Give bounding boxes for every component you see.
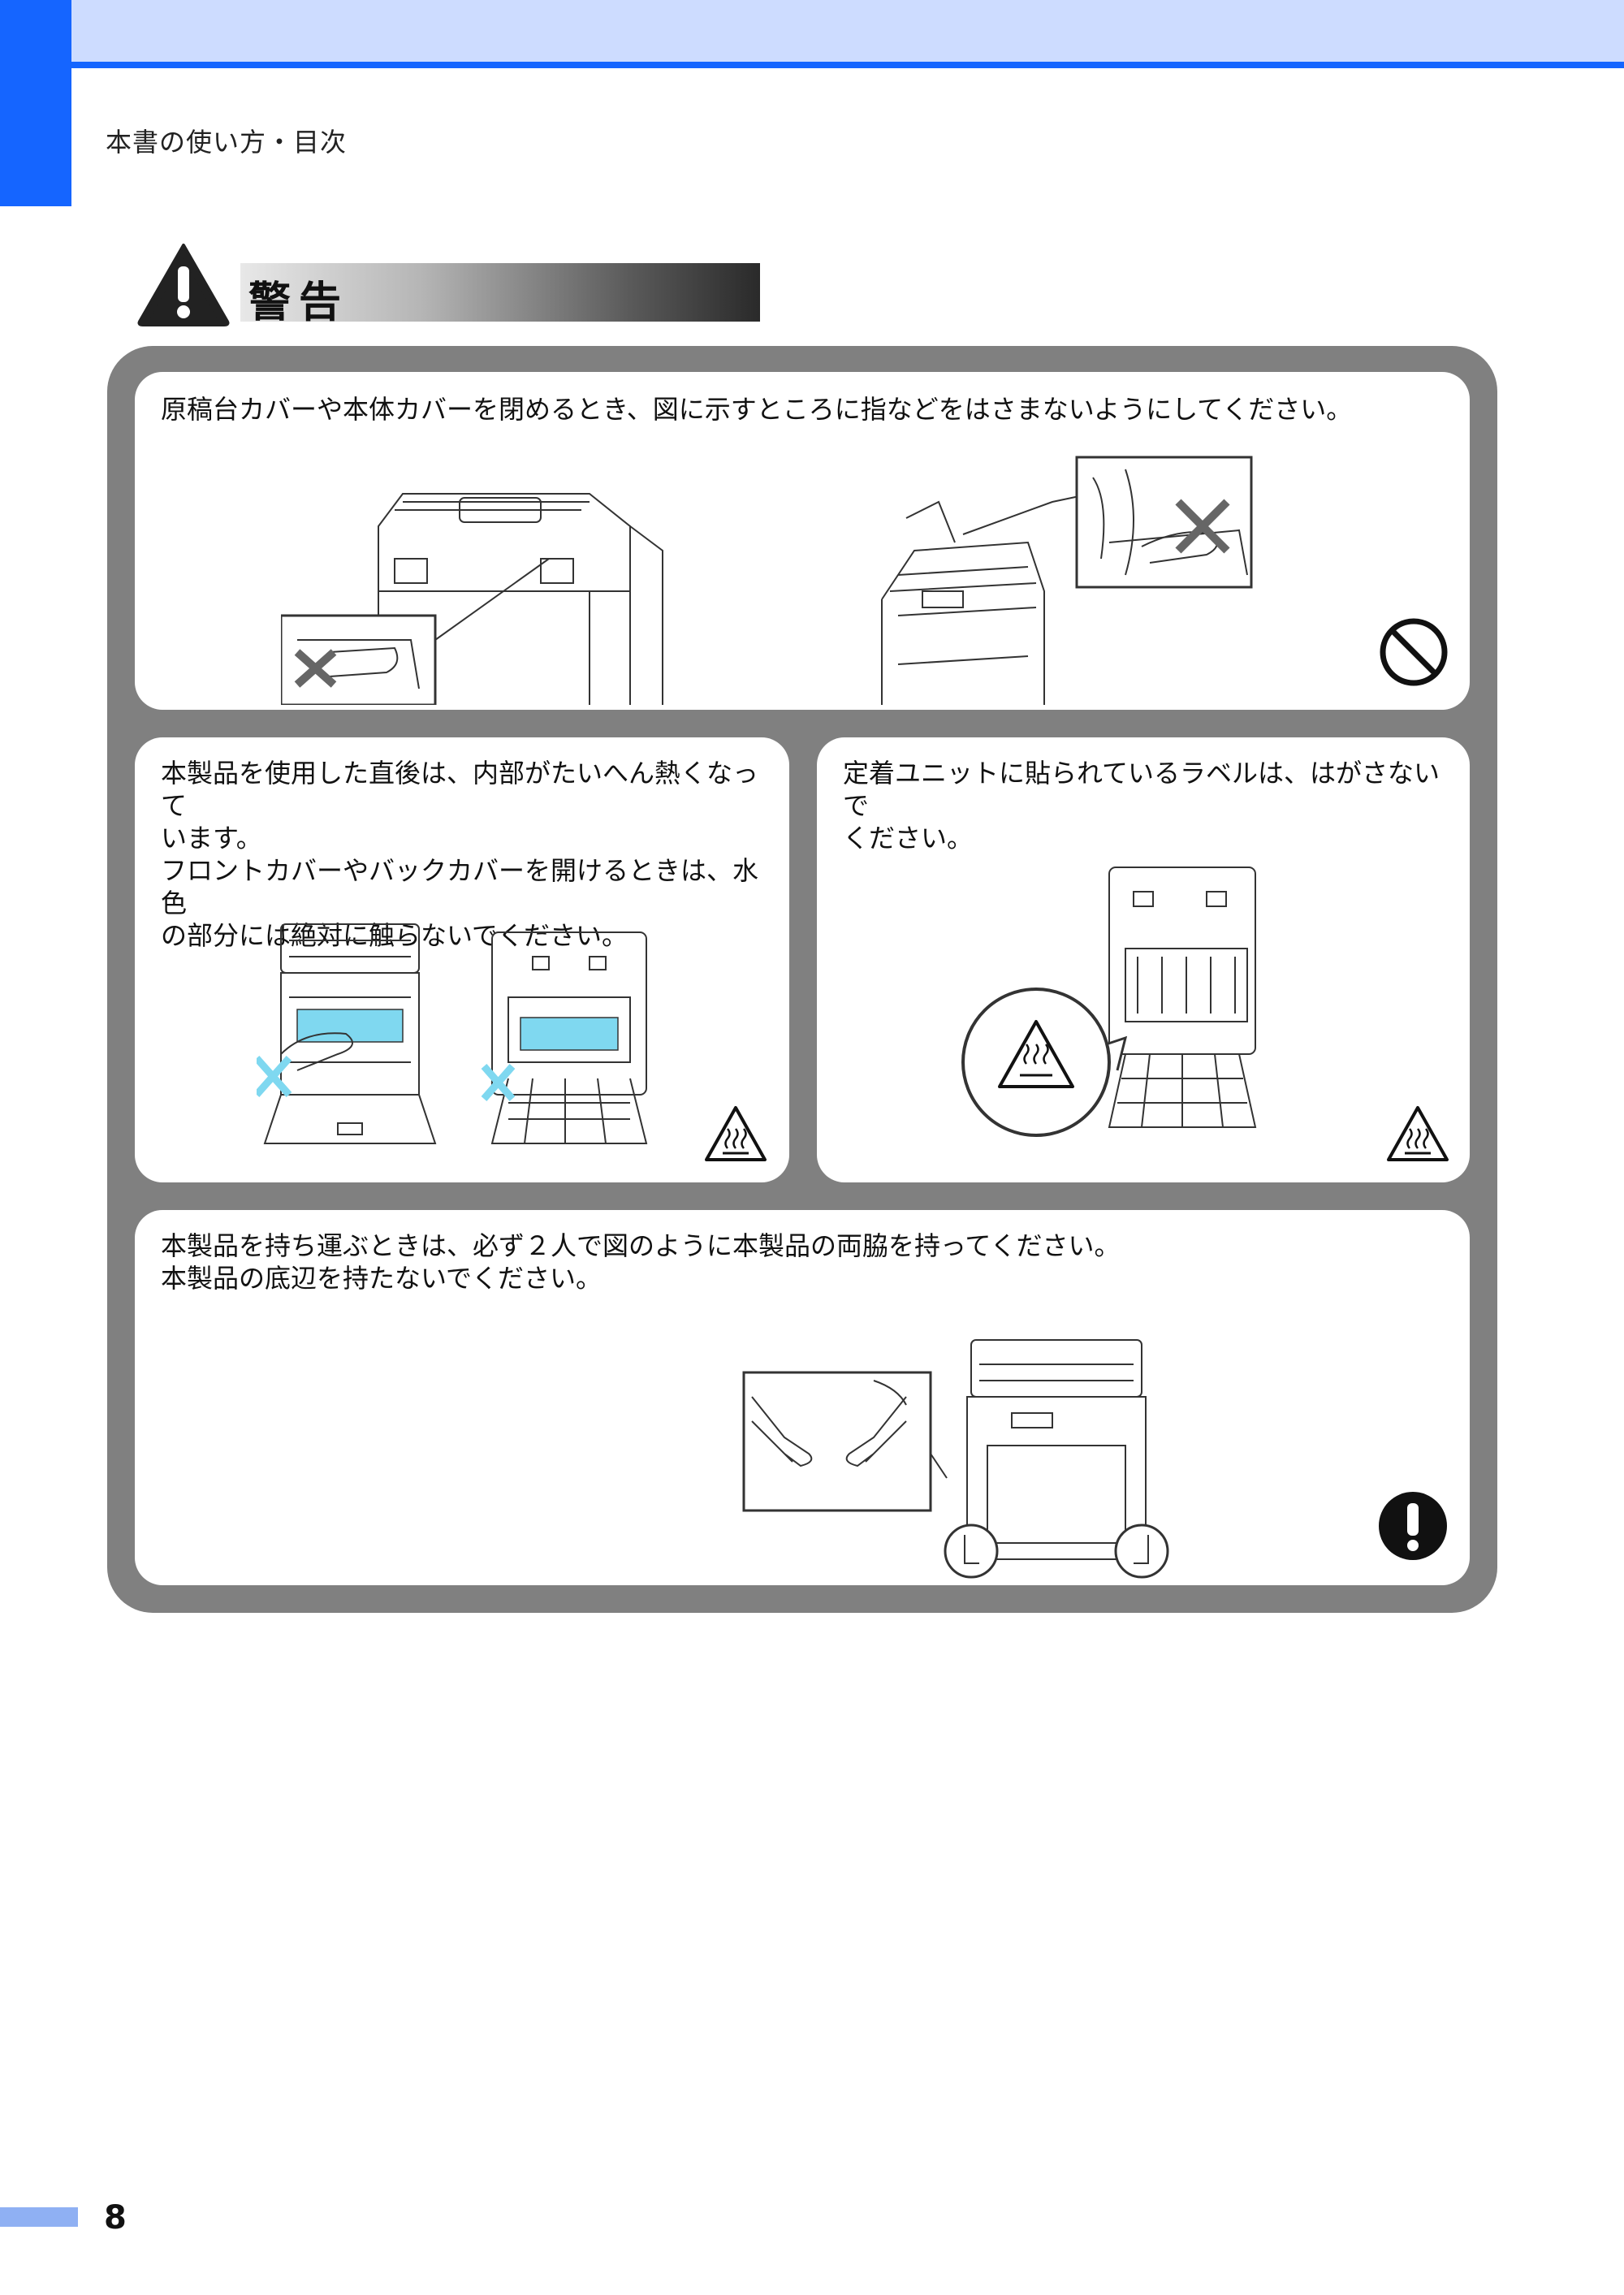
panel-fuser-label-text: 定着ユニットに貼られているラベルは、はがさないで ください。 bbox=[843, 758, 1440, 854]
panel-lid-cover: 原稿台カバーや本体カバーを閉めるとき、図に示すところに指などをはさまないようにし… bbox=[135, 372, 1470, 710]
printer-adf-illustration bbox=[881, 456, 1253, 705]
mandatory-icon bbox=[1379, 1492, 1447, 1560]
header-band bbox=[0, 0, 1624, 65]
panel-carry: 本製品を持ち運ぶときは、必ず２人で図のように本製品の両脇を持ってください。 本製… bbox=[135, 1210, 1470, 1585]
header-rule bbox=[71, 62, 1624, 68]
warning-title: 警告 bbox=[248, 279, 350, 327]
hot-surface-icon bbox=[705, 1106, 767, 1161]
carry-printer-illustration bbox=[742, 1339, 1169, 1579]
panel-hot-inside: 本製品を使用した直後は、内部がたいへん熱くなって います。 フロントカバーやバッ… bbox=[135, 737, 789, 1182]
fuser-unit-illustration bbox=[961, 867, 1257, 1137]
panel-lid-cover-text: 原稿台カバーや本体カバーを閉めるとき、図に示すところに指などをはさまないようにし… bbox=[161, 394, 1353, 425]
warning-gradient-bar bbox=[240, 263, 760, 322]
warning-triangle-icon bbox=[137, 244, 230, 326]
back-cover-open-illustration bbox=[481, 931, 648, 1144]
prohibited-icon bbox=[1380, 618, 1448, 686]
page-number-bar bbox=[0, 2207, 78, 2227]
warning-heading: 警告 bbox=[135, 240, 760, 327]
hot-surface-icon bbox=[1387, 1106, 1449, 1161]
panel-carry-text: 本製品を持ち運ぶときは、必ず２人で図のように本製品の両脇を持ってください。 本製… bbox=[161, 1230, 1121, 1294]
front-cover-open-illustration bbox=[257, 923, 437, 1144]
page-number: 8 bbox=[104, 2199, 127, 2237]
printer-lid-illustration bbox=[281, 493, 663, 705]
panel-hot-inside-text: 本製品を使用した直後は、内部がたいへん熱くなって います。 フロントカバーやバッ… bbox=[161, 758, 759, 951]
panel-fuser-label: 定着ユニットに貼られているラベルは、はがさないで ください。 bbox=[817, 737, 1470, 1182]
breadcrumb: 本書の使い方・目次 bbox=[106, 127, 348, 158]
chapter-tab bbox=[0, 0, 71, 206]
